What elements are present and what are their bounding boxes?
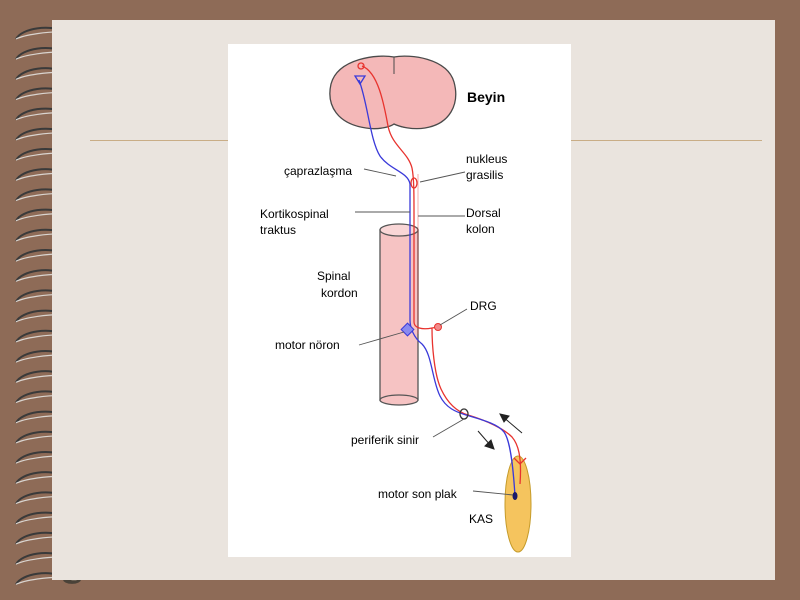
leader-drg	[439, 308, 468, 326]
drg-marker	[434, 323, 442, 331]
afferent-arrowhead	[499, 413, 510, 423]
brain-neuron-red	[357, 62, 365, 70]
label-motor-noron: motor nöron	[275, 338, 340, 352]
brain-neuron-blue	[353, 75, 367, 86]
label-kas: KAS	[469, 512, 494, 526]
label-nukleus-line1: nukleus	[466, 152, 508, 166]
label-spinal-line2: kordon	[321, 286, 358, 300]
label-dorsal-line2: kolon	[466, 222, 495, 236]
efferent-arrowhead	[484, 439, 495, 450]
muscle-receptor	[513, 457, 527, 465]
spinal-cord	[379, 229, 419, 401]
label-drg: DRG	[470, 299, 497, 313]
label-caprazlasma: çaprazlaşma	[284, 164, 353, 178]
motor-neuron-body	[400, 322, 415, 337]
nucleus-gracilis-marker	[410, 177, 418, 189]
label-spinal-line1: Spinal	[317, 269, 351, 283]
label-motor-son-plak: motor son plak	[378, 487, 457, 501]
leader-periferik	[432, 418, 465, 438]
leader-motor-noron	[358, 331, 405, 346]
motor-pathway	[358, 79, 516, 497]
label-beyin: Beyin	[467, 89, 506, 105]
leader-motor-son-plak	[472, 490, 514, 496]
leader-nukleus	[419, 171, 466, 183]
neuro-pathway-diagram: Beyin çaprazlaşma nukleus grasilis Korti…	[228, 44, 571, 557]
leader-caprazlasma	[363, 168, 397, 177]
label-nukleus-line2: grasilis	[466, 168, 504, 182]
motor-end-plate	[512, 492, 518, 500]
brain-shape	[329, 55, 457, 130]
spinal-cord-bottom	[379, 394, 419, 406]
spinal-cord-top	[379, 223, 419, 237]
muscle	[504, 455, 532, 553]
label-kortikospinal-line2: traktus	[260, 223, 297, 237]
pathway-drawing	[329, 55, 532, 553]
label-kortikospinal-line1: Kortikospinal	[260, 207, 329, 221]
label-periferik-sinir: periferik sinir	[351, 433, 420, 447]
label-dorsal-line1: Dorsal	[466, 206, 501, 220]
